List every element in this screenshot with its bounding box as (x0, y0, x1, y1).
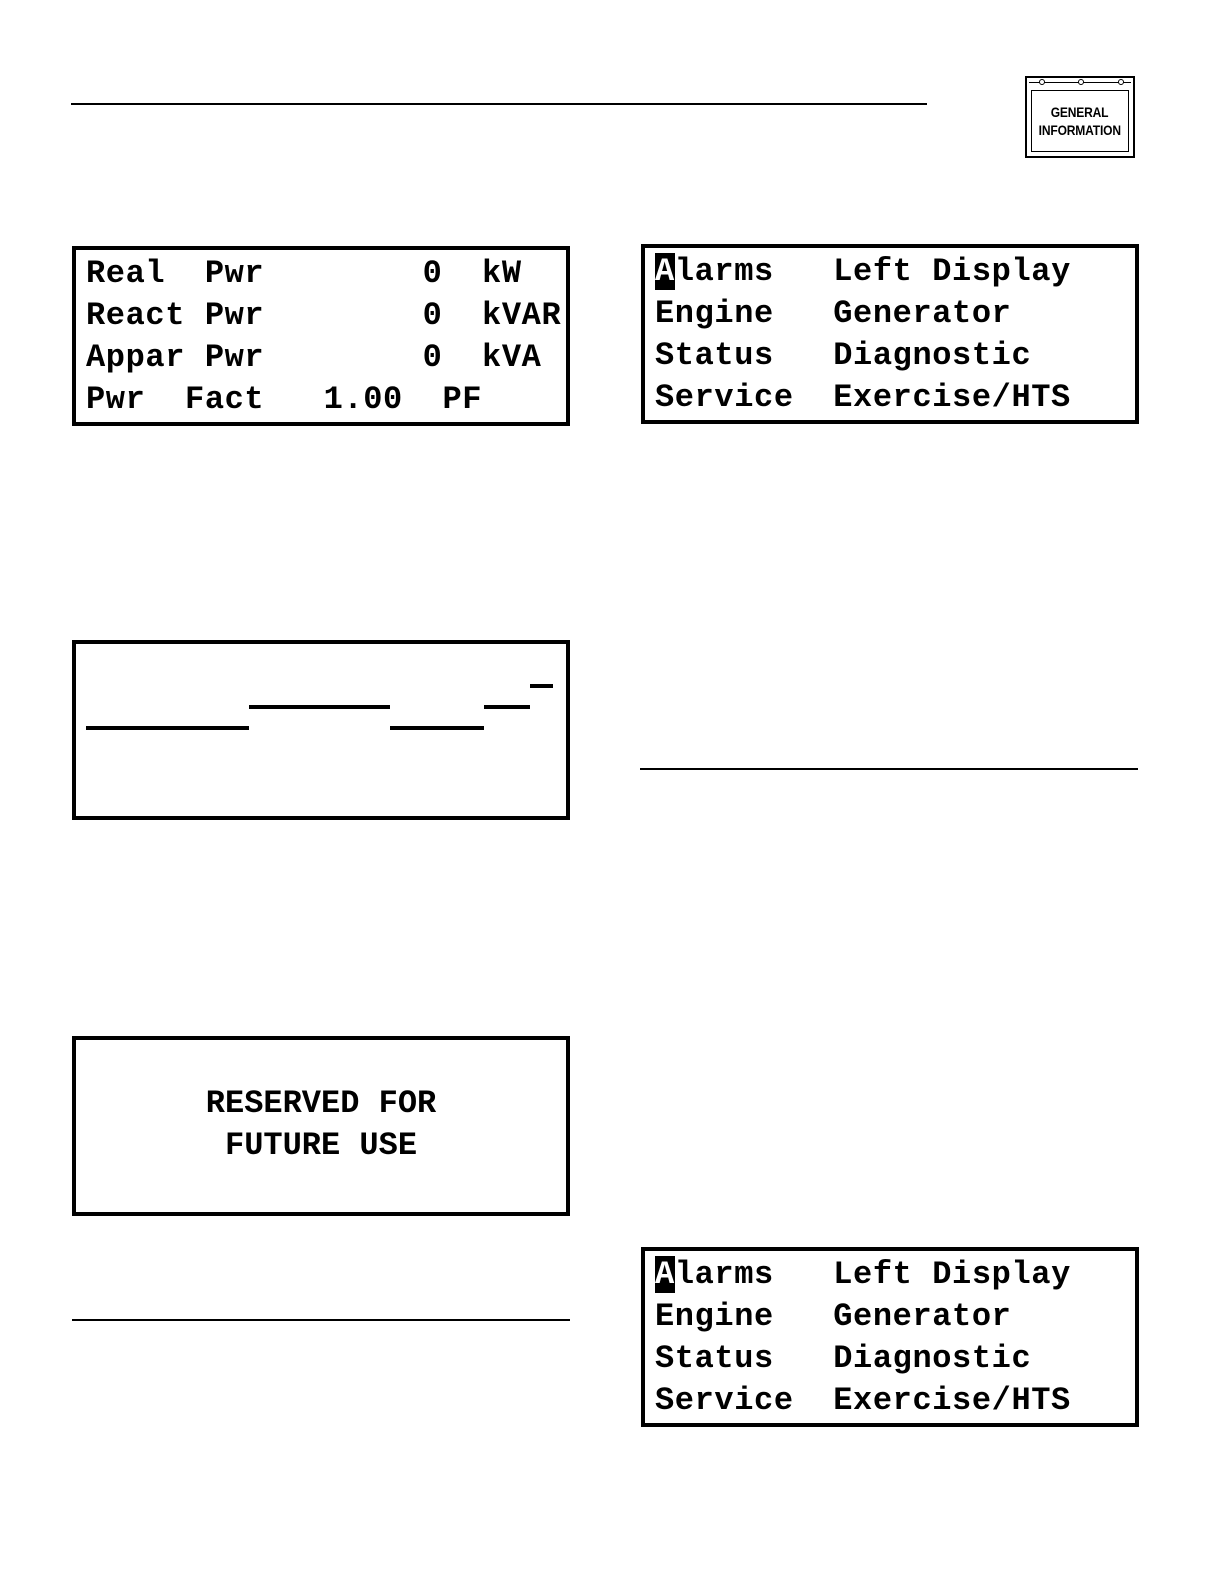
badge-line-2: INFORMATION (1038, 122, 1122, 138)
power-readings-display: Real Pwr 0 kW React Pwr 0 kVAR Appar Pwr… (72, 246, 570, 426)
main-menu-display-bottom: Alarms Left Display Engine Generator Sta… (641, 1247, 1139, 1427)
section-rule-right (640, 768, 1138, 770)
badge-rivet-icon (1118, 79, 1124, 85)
badge-label-frame: GENERAL INFORMATION (1031, 90, 1129, 152)
apparent-power-row: Appar Pwr 0 kVA (86, 339, 542, 376)
main-menu-display-top: Alarms Left Display Engine Generator Sta… (641, 244, 1139, 424)
badge-line-1: GENERAL (1051, 104, 1109, 120)
waveform-display (72, 640, 570, 820)
segment-trace (86, 684, 553, 730)
menu-row-alarms: Alarms Left Display (655, 1256, 1071, 1293)
menu-row-status: Status Diagnostic (655, 1340, 1032, 1377)
badge-rivet-icon (1039, 79, 1045, 85)
menu-cursor: A (655, 1256, 675, 1293)
menu-row-service: Service Exercise/HTS (655, 1382, 1071, 1419)
general-information-badge: GENERAL INFORMATION (1025, 76, 1135, 158)
header-rule (71, 103, 927, 105)
reserved-line-1: RESERVED FOR (205, 1085, 437, 1122)
menu-row-engine: Engine Generator (655, 1298, 1012, 1335)
reactive-power-row: React Pwr 0 kVAR (86, 297, 562, 334)
menu-cursor: A (655, 253, 675, 290)
section-rule-left (72, 1319, 570, 1321)
menu-row-alarms-text: larms Left Display (674, 253, 1071, 290)
badge-rivet-icon (1078, 79, 1084, 85)
menu-row-alarms-text: larms Left Display (674, 1256, 1071, 1293)
menu-row-engine: Engine Generator (655, 295, 1012, 332)
menu-row-status: Status Diagnostic (655, 337, 1032, 374)
reserved-display: RESERVED FOR FUTURE USE (72, 1036, 570, 1216)
power-factor-row: Pwr Fact 1.00 PF (86, 381, 483, 418)
menu-row-alarms: Alarms Left Display (655, 253, 1071, 290)
menu-row-service: Service Exercise/HTS (655, 379, 1071, 416)
real-power-row: Real Pwr 0 kW (86, 255, 522, 292)
reserved-line-2: FUTURE USE (224, 1127, 418, 1164)
